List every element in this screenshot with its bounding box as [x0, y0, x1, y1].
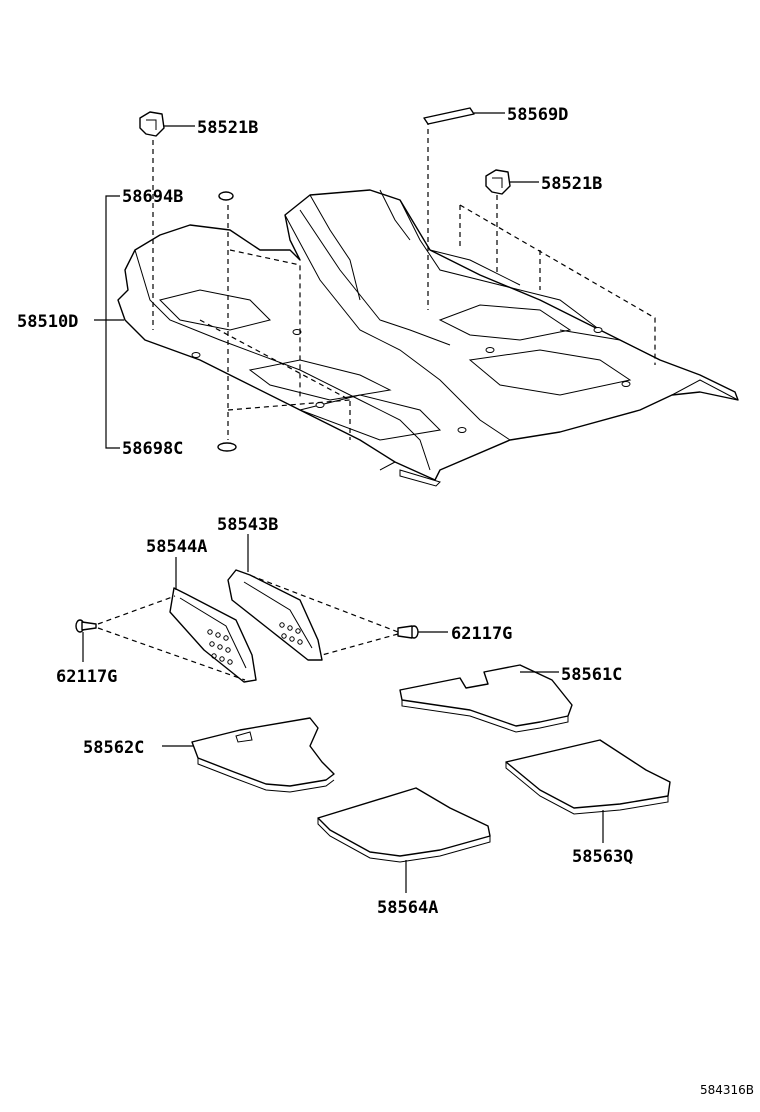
part-label-58544a: 58544A	[146, 537, 207, 557]
carpet-dashed-guides	[152, 120, 656, 440]
part-label-58543b: 58543B	[217, 515, 278, 535]
part-label-62117g-right: 62117G	[451, 624, 512, 644]
plug-58569d-icon	[423, 107, 475, 125]
illustration-code: 584316B	[700, 1083, 754, 1097]
screw-icon	[75, 619, 97, 633]
screw-icon	[397, 625, 419, 639]
part-label-58562c: 58562C	[83, 738, 144, 758]
part-label-62117g-left: 62117G	[56, 667, 117, 687]
clip-icon	[485, 169, 511, 195]
silencer-58543b-drawing	[227, 569, 323, 661]
floor-carpet-drawing	[117, 189, 739, 487]
floor-mat-58562c-drawing	[191, 717, 335, 793]
part-label-58569d: 58569D	[507, 105, 568, 125]
part-label-58694b: 58694B	[122, 187, 183, 207]
plug-58694b-icon	[218, 191, 234, 201]
part-label-58698c: 58698C	[122, 439, 183, 459]
silencer-58544a-drawing	[169, 587, 257, 683]
part-label-58564a: 58564A	[377, 898, 438, 918]
floor-mat-58561c-drawing	[399, 664, 573, 733]
part-label-58521b-right: 58521B	[541, 174, 602, 194]
clip-icon	[139, 111, 165, 137]
part-label-58510d: 58510D	[17, 312, 78, 332]
grommet-58698c-icon	[217, 442, 237, 452]
floor-mat-58563q-drawing	[505, 739, 671, 815]
floor-mat-58564a-drawing	[317, 787, 491, 863]
part-label-58563q: 58563Q	[572, 847, 633, 867]
part-label-58521b-left: 58521B	[197, 118, 258, 138]
part-label-58561c: 58561C	[561, 665, 622, 685]
